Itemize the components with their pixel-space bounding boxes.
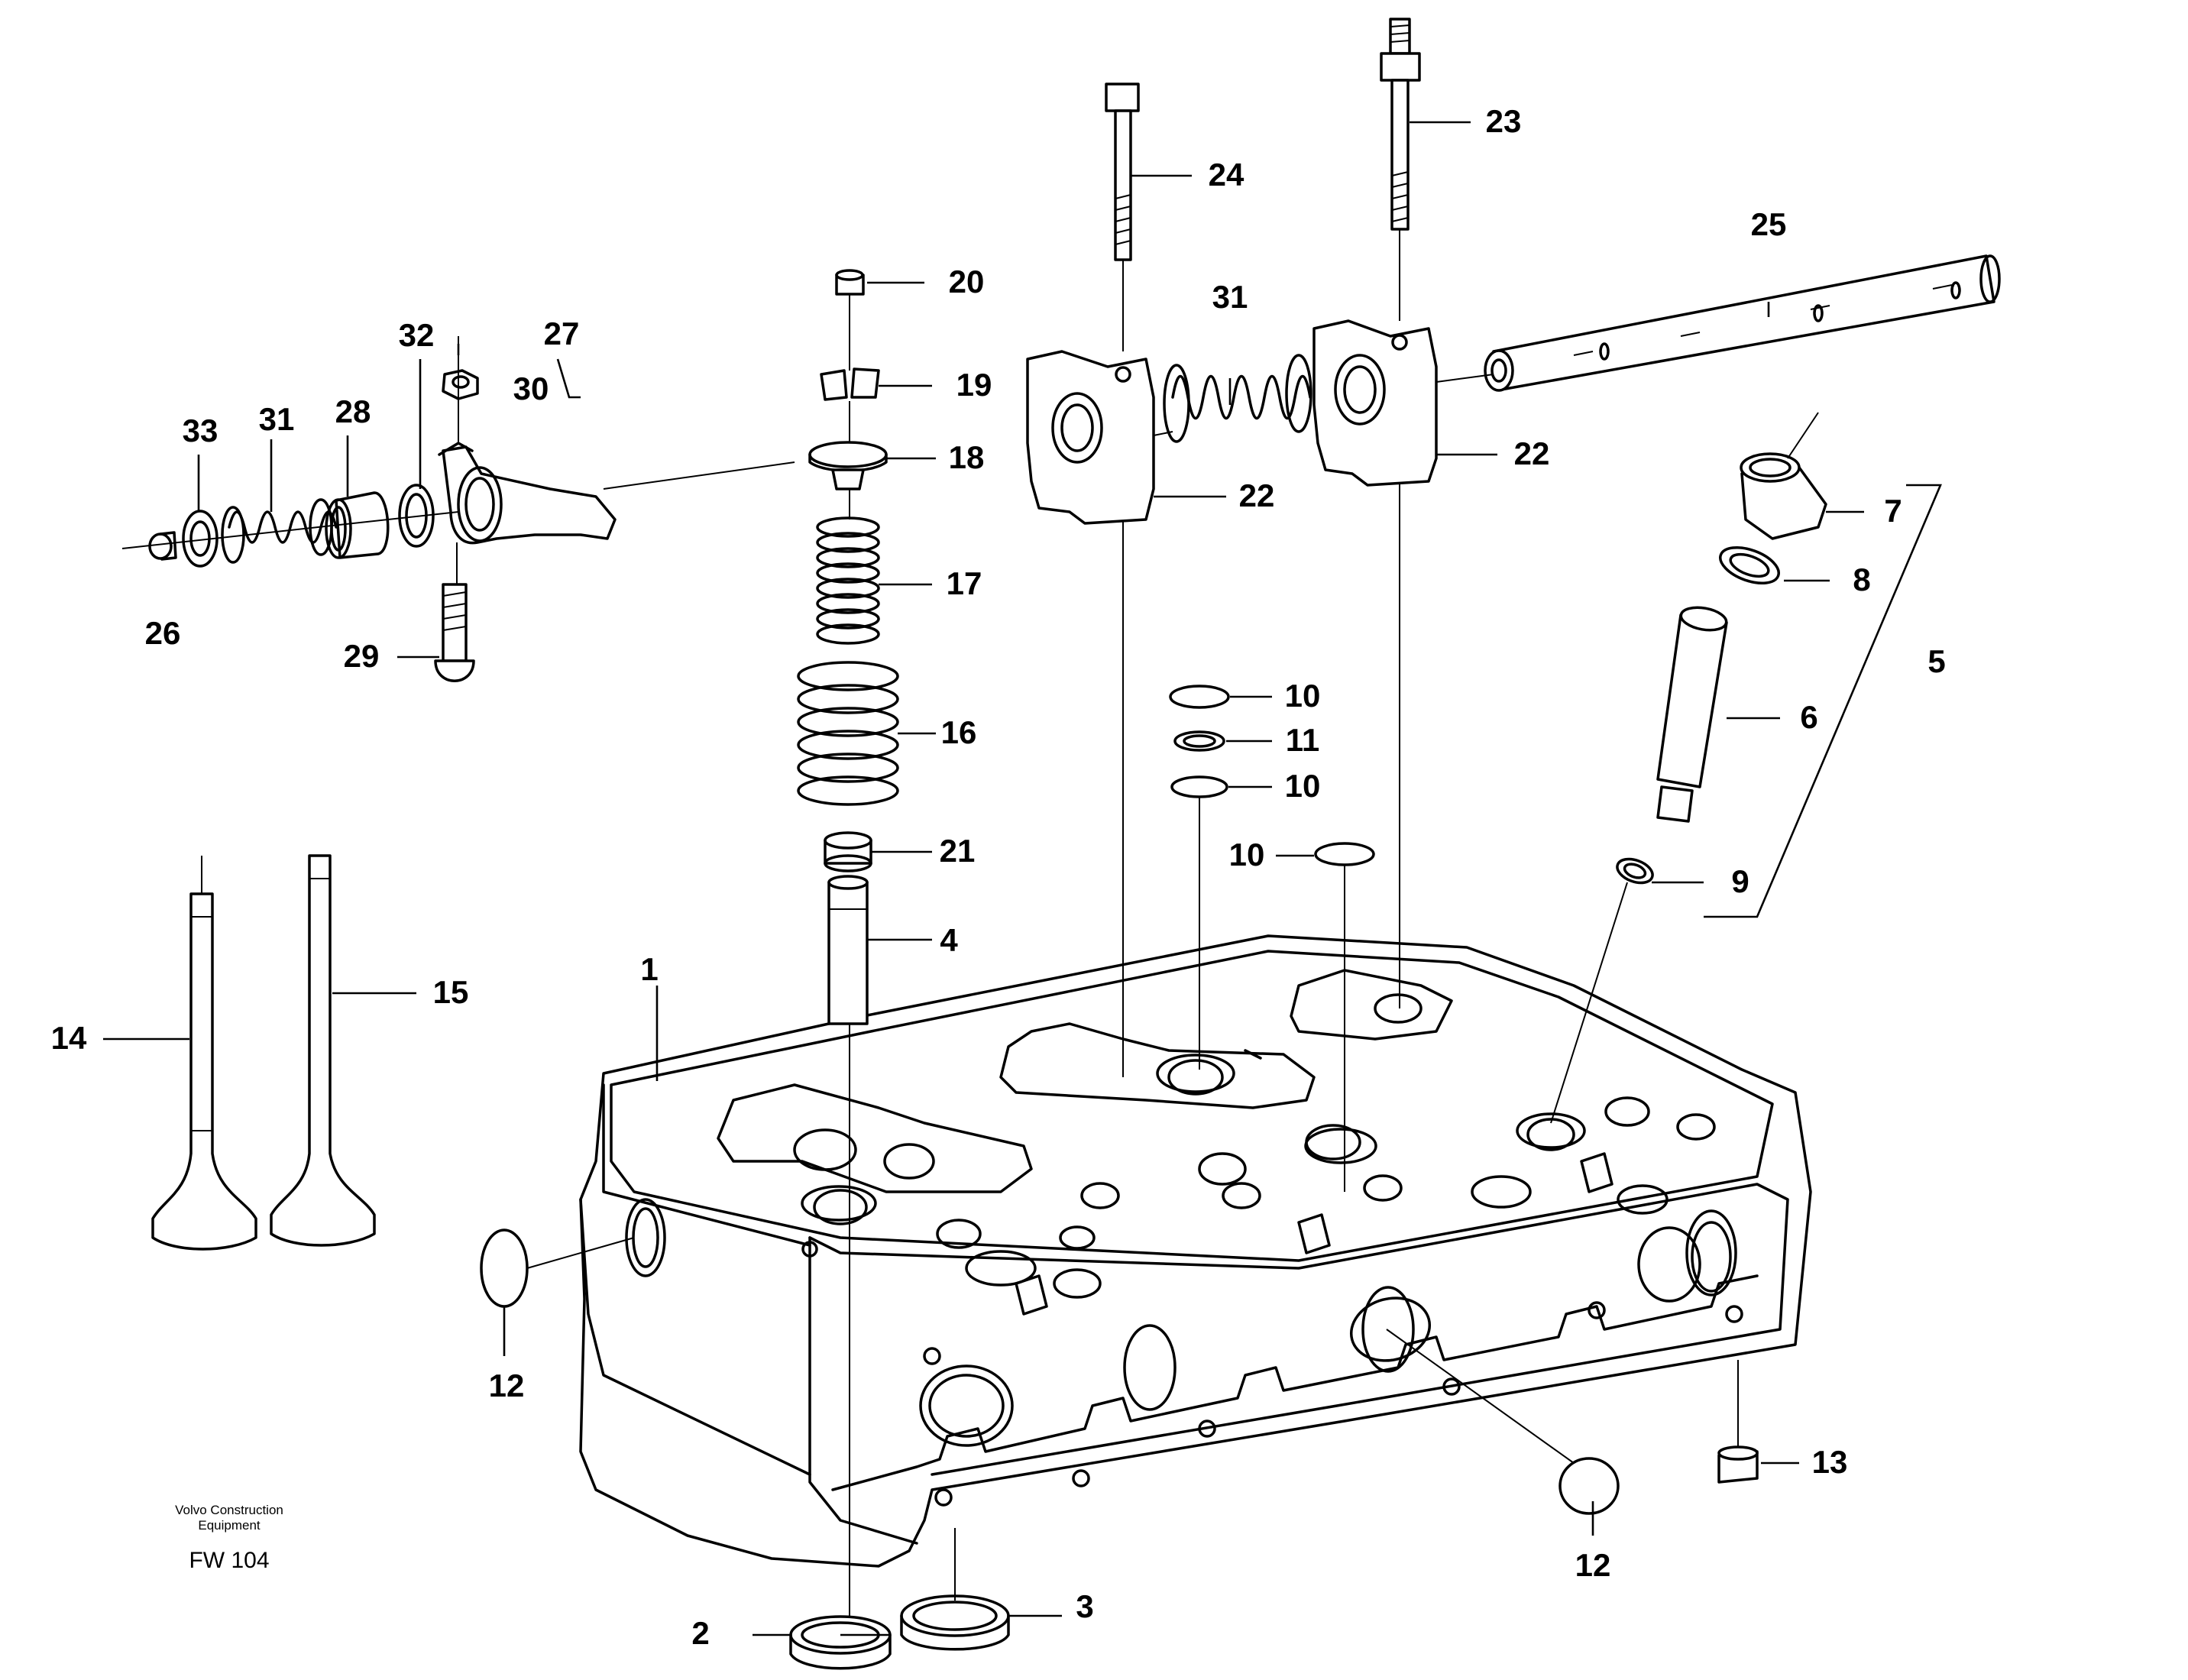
callout-10c: 10 [1229,837,1265,872]
callout-22a: 22 [1239,477,1275,513]
callout-3: 3 [1076,1588,1093,1624]
callout-19: 19 [956,367,992,403]
callout-10b: 10 [1285,768,1321,804]
rocker-arm-assembly-left [121,336,795,682]
figure-code: FW 104 [189,1548,269,1573]
callout-labels: 1 2 3 4 5 6 7 8 9 10 10 10 11 12 12 13 1… [51,103,1946,1651]
footer-label: Volvo Construction Equipment FW 104 [175,1503,283,1573]
rocker-shaft-assembly [1026,18,2001,1077]
callout-17: 17 [947,565,982,601]
callout-31b: 31 [1212,279,1248,315]
callout-4: 4 [940,922,958,958]
callout-25: 25 [1751,206,1787,242]
callout-22b: 22 [1514,435,1550,471]
callout-26: 26 [145,615,181,651]
callout-28: 28 [335,393,371,429]
callout-31a: 31 [259,401,295,437]
leader-lines [103,121,1864,1636]
callout-24: 24 [1209,157,1245,193]
callout-20: 20 [949,264,985,299]
callout-7: 7 [1884,493,1902,529]
inner-valve-spring [816,516,880,645]
callout-2: 2 [691,1615,709,1651]
callout-16: 16 [941,714,977,750]
callout-8: 8 [1853,562,1870,597]
callout-10a: 10 [1285,678,1321,714]
outer-valve-spring [797,661,899,806]
callout-30: 30 [513,371,549,406]
cylinder-head [579,934,1812,1568]
sealing-plugs [1169,685,1375,1192]
callout-32: 32 [399,317,435,353]
callout-9: 9 [1731,863,1749,899]
callout-12a: 12 [489,1368,525,1403]
valve-stack [797,269,899,1620]
callout-1: 1 [640,951,658,987]
callout-33: 33 [183,413,218,448]
callout-21: 21 [940,833,976,869]
callout-14: 14 [51,1020,87,1056]
callout-27: 27 [544,316,580,351]
callout-15: 15 [433,974,469,1010]
callout-11: 11 [1286,722,1319,758]
brand-line-2: Equipment [198,1518,261,1533]
callout-18: 18 [949,439,985,475]
callout-12b: 12 [1575,1547,1611,1583]
callout-6: 6 [1800,699,1817,735]
callout-13: 13 [1812,1444,1848,1480]
brand-line-1: Volvo Construction [175,1503,283,1517]
callout-23: 23 [1486,103,1522,139]
injector-sleeve-group [1550,412,1942,1124]
valves [151,854,376,1251]
callout-29: 29 [344,638,380,674]
callout-5: 5 [1927,643,1945,679]
